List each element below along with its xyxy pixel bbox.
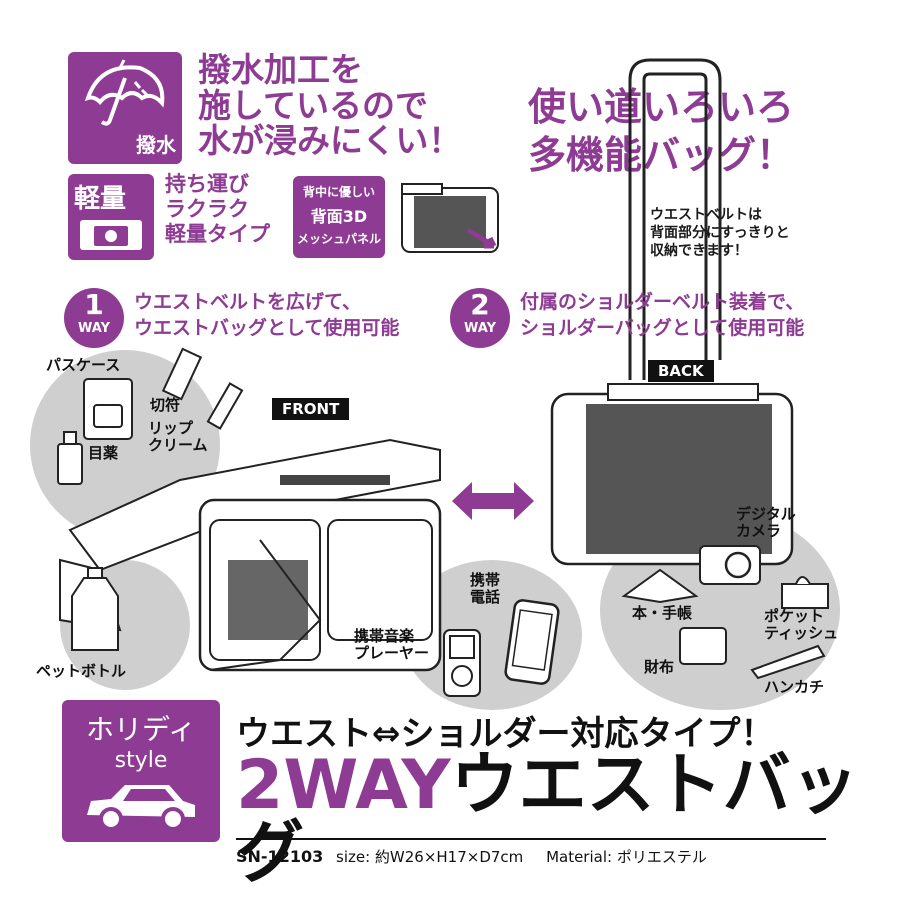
way-2-label: WAY [464, 321, 496, 336]
headline-line: 多機能バッグ！ [528, 132, 795, 177]
music-player-icon [443, 629, 481, 697]
belt-note-line: 収納できます！ [650, 243, 748, 260]
double-arrow-icon [452, 482, 534, 520]
wallet-icon [679, 627, 727, 665]
mesh-badge: 背中に優しい 背面3D メッシュパネル [293, 176, 385, 258]
light-badge-label: 軽量 [74, 184, 127, 214]
bag-back-thumbnail [401, 183, 499, 253]
headline-line: 使い道いろいろ [528, 85, 795, 129]
wallet-label: 財布 [644, 658, 675, 676]
way-2-text: 付属のショルダーベルト装着で、 ショルダーバッグとして使用可能 [520, 290, 804, 341]
belt-note: ウエストベルトは 背面部分にすっきりと 収納できます！ [650, 206, 790, 261]
way-1-number: 1 [84, 288, 104, 321]
camera-label: デジタル カメラ [736, 506, 796, 539]
way-2-badge: 2 WAY [450, 288, 510, 348]
light-line: ラクラク [165, 197, 249, 222]
phone-icon [504, 599, 560, 685]
light-badge: 軽量 [68, 174, 154, 260]
eye-drops-icon [57, 431, 83, 485]
way-1-label: WAY [78, 321, 110, 336]
headline: 使い道いろいろ 多機能バッグ！ [528, 84, 794, 179]
footer-divider [236, 838, 826, 840]
front-label: FRONT [272, 398, 350, 420]
belt-note-line: ウエストベルトは [650, 207, 762, 223]
camera-icon [699, 545, 761, 585]
way-1-text: ウエストベルトを広げて、 ウエストバッグとして使用可能 [134, 290, 399, 341]
lip-cream-line: クリーム [148, 435, 208, 454]
car-icon [87, 785, 195, 831]
tissue-line: ポケット [764, 607, 825, 625]
spec-line: SN-12103 size: 約W26×H17×D7cm Material: ポ… [236, 846, 707, 867]
waterproof-line: 施しているので [198, 85, 429, 125]
book-label: 本・手帳 [632, 604, 693, 622]
light-text: 持ち運び ラクラク 軽量タイプ [165, 172, 270, 248]
phone-line: 携帯 [470, 571, 501, 589]
pet-bottle-label: ペットボトル [36, 662, 127, 680]
ticket-label: 切符 [150, 396, 181, 414]
size-spec: size: 約W26×H17×D7cm [336, 848, 524, 866]
scale-icon [80, 220, 142, 250]
camera-line: カメラ [736, 521, 782, 540]
footer-title-latin: 2WAY [236, 746, 451, 825]
shoulder-strap [628, 58, 722, 380]
phone-label: 携帯 電話 [470, 572, 500, 605]
waterproof-text: 撥水加工を 施しているので 水が浸みにくい！ [198, 52, 461, 159]
handkerchief-icon [750, 644, 826, 680]
handkerchief-label: ハンカチ [764, 678, 825, 696]
holiday-label: ホリディ [85, 713, 197, 746]
back-bag-illustration [550, 383, 794, 566]
footer-title: 2WAYウエストバッグ [236, 752, 900, 888]
front-bag-illustration [59, 438, 442, 672]
waterproof-line: 撥水加工を [198, 50, 363, 89]
material-spec: Material: ポリエステル [546, 848, 707, 866]
tissue-line: ティッシュ [764, 623, 839, 642]
phone-line: 電話 [470, 587, 501, 606]
light-line: 軽量タイプ [165, 222, 270, 247]
waterproof-badge-label: 撥水 [136, 133, 176, 157]
way-2-line: 付属のショルダーベルト装着で、 [520, 291, 805, 313]
waterproof-badge: 撥水 [68, 52, 182, 164]
tissue-icon [781, 576, 829, 609]
mesh-line: 背中に優しい [302, 185, 375, 199]
light-line: 持ち運び [165, 172, 249, 196]
music-player-label: 携帯音楽 プレーヤー [354, 628, 429, 661]
footer-subtitle: ウエスト⇔ショルダー対応タイプ！ [236, 714, 775, 754]
lip-cream-line: リップ [148, 419, 194, 437]
waterproof-line: 水が浸みにくい！ [198, 121, 462, 161]
lip-cream-label: リップ クリーム [148, 420, 208, 453]
way-1-badge: 1 WAY [64, 288, 124, 348]
way-2-line: ショルダーバッグとして使用可能 [520, 316, 805, 339]
footer-title-jp: ウエストバッグ [236, 746, 859, 893]
lip-cream-icon [206, 382, 244, 430]
back-label: BACK [648, 360, 714, 382]
music-player-line: プレーヤー [354, 643, 430, 662]
way-2-number: 2 [470, 288, 490, 321]
tissue-label: ポケット ティッシュ [764, 608, 838, 641]
way-1-line: ウエストバッグとして使用可能 [134, 316, 400, 339]
mesh-line: 背面3D [310, 207, 368, 226]
camera-line: デジタル [736, 505, 796, 523]
music-player-line: 携帯音楽 [354, 627, 415, 645]
book-icon [621, 568, 699, 604]
way-1-line: ウエストベルトを広げて、 [134, 291, 362, 313]
style-label: style [114, 748, 168, 773]
eye-drops-label: 目薬 [88, 444, 119, 462]
pet-bottle-icon [71, 567, 119, 651]
pass-case-label: パスケース [46, 356, 121, 374]
ticket-icon [161, 347, 203, 401]
belt-note-line: 背面部分にすっきりと [650, 225, 790, 242]
umbrella-icon [84, 59, 165, 126]
product-code: SN-12103 [236, 847, 324, 866]
mesh-line: メッシュパネル [296, 232, 381, 246]
holiday-style-badge: ホリディ style [62, 700, 220, 842]
pass-case-icon [83, 378, 133, 440]
